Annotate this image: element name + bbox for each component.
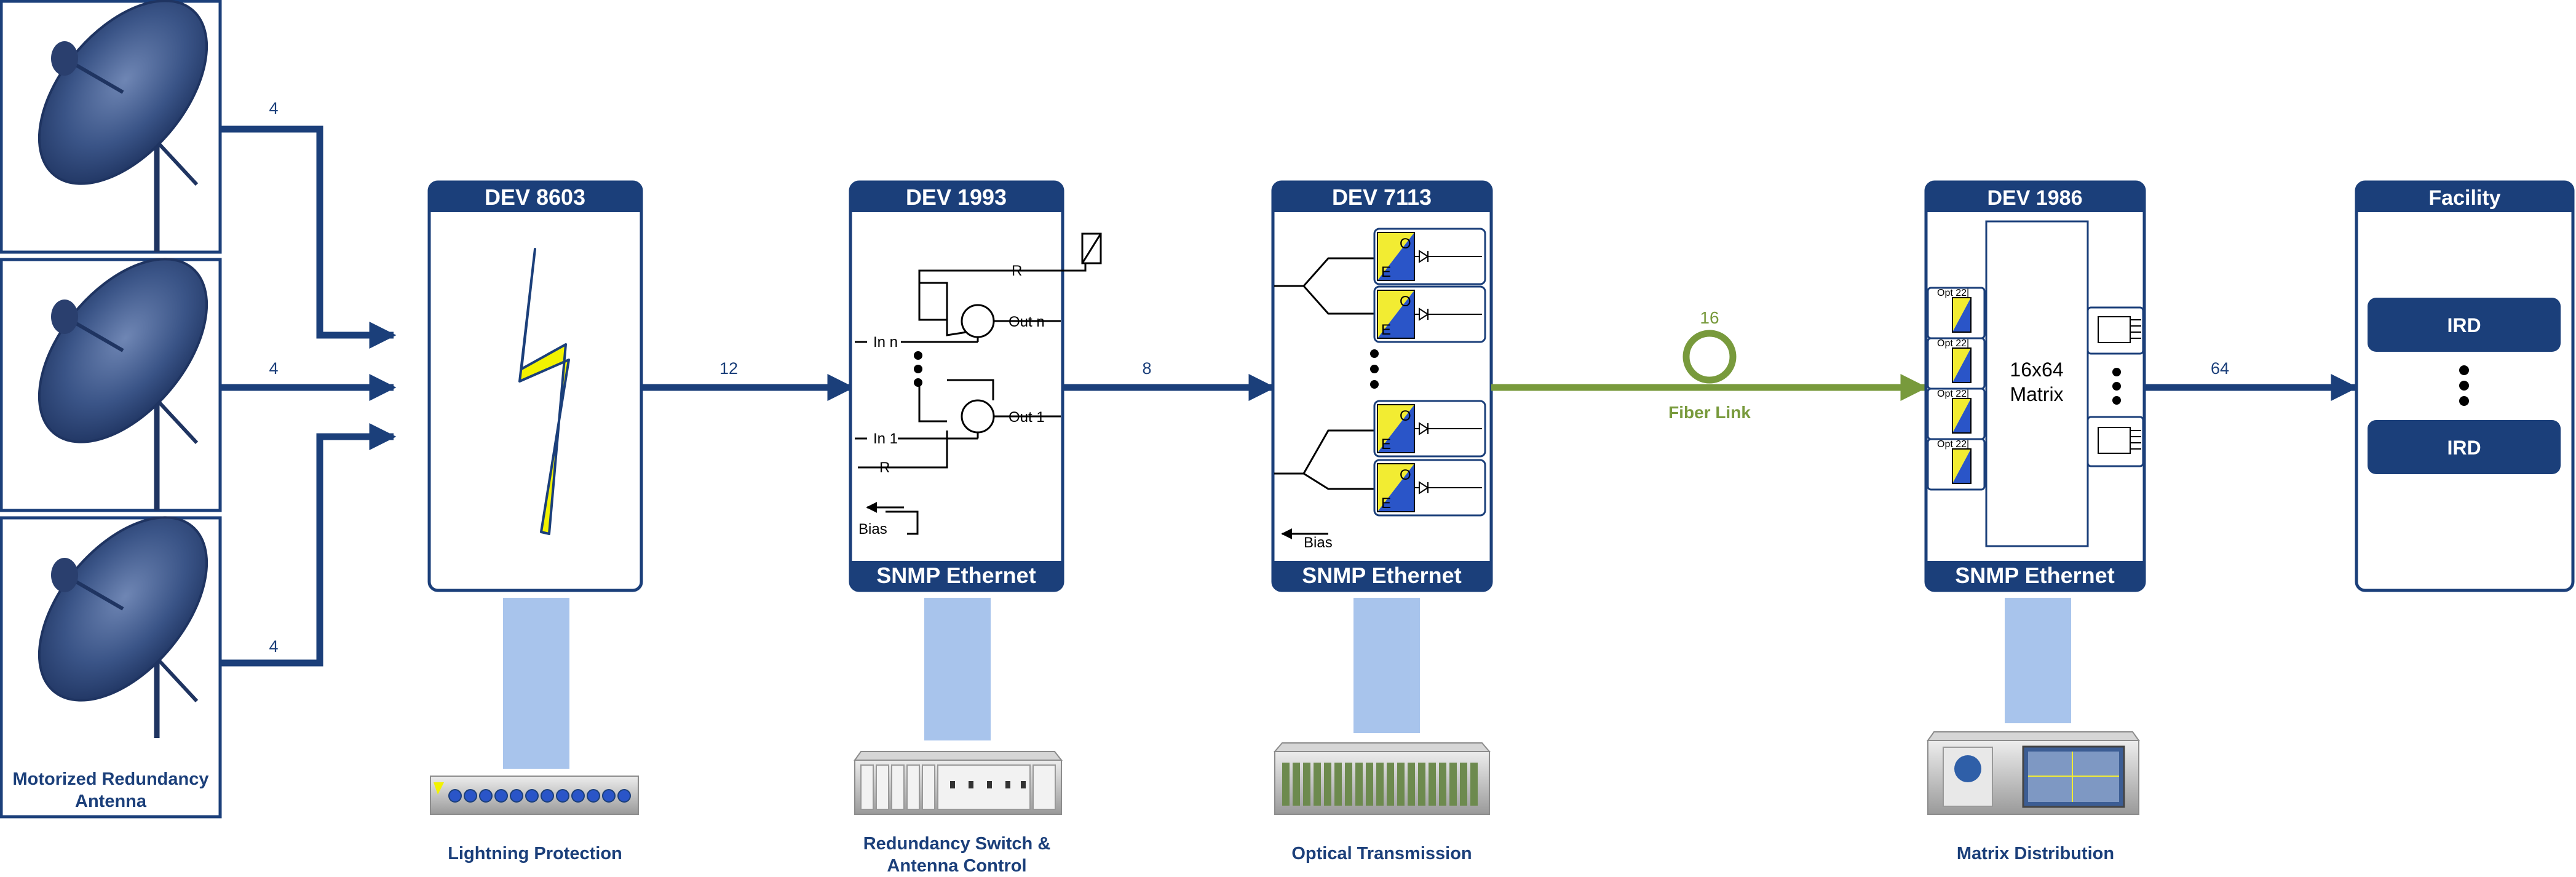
caption-redundancy-line2: Antenna Control bbox=[887, 856, 1026, 876]
switch-schematic bbox=[855, 232, 1102, 535]
label-out-1: Out 1 bbox=[1009, 409, 1045, 426]
dev7113-block: DEV 7113 SNMP Ethernet Bias O E bbox=[1271, 180, 1493, 592]
caption-optical-transmission: Optical Transmission bbox=[1291, 844, 1472, 863]
ird-bottom-label: IRD bbox=[2447, 437, 2481, 459]
label-out-n: Out n bbox=[1009, 314, 1045, 330]
eo-o-letter: O bbox=[1400, 236, 1411, 252]
dev1993-title: DEV 1993 bbox=[906, 185, 1007, 210]
led-icon bbox=[1414, 250, 1482, 263]
eo-e-letter: E bbox=[1381, 495, 1391, 512]
svg-text:Opt 22|: Opt 22| bbox=[1937, 439, 1969, 450]
receiver-module: Opt 22| bbox=[1927, 287, 1986, 339]
antenna-3-count: 4 bbox=[269, 637, 278, 656]
eo-module: O E bbox=[1373, 459, 1486, 517]
led-icon bbox=[1414, 422, 1482, 435]
matrix-label-line1: 16x64 bbox=[2010, 359, 2063, 381]
matrix-label-line2: Matrix bbox=[2010, 383, 2063, 405]
lightning-protector-hardware-image bbox=[430, 776, 639, 815]
receiver-module: Opt 22| bbox=[1927, 387, 1986, 440]
receiver-module: Opt 22| bbox=[1927, 438, 1986, 491]
fiber-count: 16 bbox=[1700, 308, 1719, 327]
link-64-count: 64 bbox=[2211, 359, 2229, 378]
facility-title: Facility bbox=[2428, 186, 2500, 210]
output-splitter-module bbox=[2087, 306, 2144, 355]
antenna-panel-1 bbox=[0, 0, 222, 254]
satellite-dish-icon bbox=[38, 0, 208, 252]
ellipsis-dots bbox=[1370, 349, 1379, 389]
eo-module: O E bbox=[1373, 228, 1486, 285]
splitter-lines bbox=[1274, 257, 1374, 490]
antenna-panel-2 bbox=[0, 258, 222, 512]
ird-box-top bbox=[2368, 298, 2561, 352]
matrix-hardware-image bbox=[1927, 731, 2140, 815]
dev1986-title: DEV 1986 bbox=[1987, 186, 2083, 210]
antenna-caption-line2: Antenna bbox=[75, 792, 147, 811]
caption-redundancy-line1: Redundancy Switch & bbox=[863, 834, 1051, 854]
dev1986-footer: SNMP Ethernet bbox=[1955, 563, 2114, 588]
dev1993-block: DEV 1993 SNMP Ethernet bbox=[849, 180, 1102, 592]
facility-block: Facility IRD IRD bbox=[2355, 180, 2575, 592]
eo-e-letter: E bbox=[1381, 264, 1391, 280]
matrix-core bbox=[1985, 220, 2089, 547]
antenna-feed-lines bbox=[220, 125, 397, 667]
caption-matrix-distribution: Matrix Distribution bbox=[1957, 844, 2114, 863]
led-icon bbox=[1414, 481, 1482, 494]
ird-box-bottom bbox=[2368, 420, 2561, 474]
ellipsis-dots bbox=[2112, 368, 2121, 405]
ellipsis-dots bbox=[914, 351, 922, 387]
device-connectors bbox=[503, 598, 2071, 769]
receiver-module: Opt 22| bbox=[1927, 337, 1986, 390]
dev8603-title: DEV 8603 bbox=[485, 185, 585, 210]
dev1986-block: DEV 1986 SNMP Ethernet 16x64 Matrix Opt … bbox=[1924, 180, 2146, 592]
antenna-2-count: 4 bbox=[269, 359, 278, 378]
label-in-1: In 1 bbox=[873, 431, 898, 447]
fiber-link-label: Fiber Link bbox=[1668, 403, 1751, 422]
ird-top-label: IRD bbox=[2447, 314, 2481, 336]
label-r-top: R bbox=[1012, 263, 1022, 279]
dev7113-title: DEV 7113 bbox=[1332, 185, 1432, 210]
dev1993-footer: SNMP Ethernet bbox=[876, 563, 1036, 588]
label-bias: Bias bbox=[858, 521, 887, 538]
led-icon bbox=[1414, 308, 1482, 321]
eo-e-letter: E bbox=[1381, 322, 1391, 338]
antenna-caption-line1: Motorized Redundancy bbox=[12, 769, 208, 789]
eo-module: O E bbox=[1373, 285, 1486, 343]
dev8603-block: DEV 8603 bbox=[427, 180, 643, 592]
antenna-panel-3: Motorized Redundancy Antenna bbox=[0, 516, 222, 819]
label-r-bottom: R bbox=[879, 459, 890, 476]
link-12-count: 12 bbox=[719, 359, 738, 378]
eo-o-letter: O bbox=[1400, 293, 1411, 310]
link-8-count: 8 bbox=[1142, 359, 1151, 378]
output-splitter-module bbox=[2087, 416, 2144, 467]
antenna-1-count: 4 bbox=[269, 99, 278, 117]
dev7113-footer: SNMP Ethernet bbox=[1302, 563, 1461, 588]
optical-transmitter-hardware-image bbox=[1273, 742, 1491, 815]
fiber-link: 16 Fiber Link bbox=[1491, 308, 1928, 422]
svg-text:Opt 22|: Opt 22| bbox=[1937, 389, 1969, 399]
lightning-bolt-icon bbox=[518, 248, 570, 535]
svg-text:Opt 22|: Opt 22| bbox=[1937, 338, 1969, 349]
ellipsis-dots bbox=[2459, 365, 2469, 406]
eo-module: O E bbox=[1373, 400, 1486, 458]
satellite-dish-icon bbox=[38, 516, 208, 738]
caption-lightning-protection: Lightning Protection bbox=[448, 844, 622, 863]
fiber-coil-icon bbox=[1682, 330, 1737, 384]
eo-o-letter: O bbox=[1400, 467, 1411, 483]
dev7113-bias: Bias bbox=[1304, 534, 1333, 551]
eo-e-letter: E bbox=[1381, 436, 1391, 453]
redundancy-switch-hardware-image bbox=[854, 751, 1063, 815]
label-in-n: In n bbox=[873, 334, 898, 351]
eo-o-letter: O bbox=[1400, 408, 1411, 424]
satellite-dish-icon bbox=[38, 258, 208, 510]
svg-text:Opt 22|: Opt 22| bbox=[1937, 288, 1969, 298]
